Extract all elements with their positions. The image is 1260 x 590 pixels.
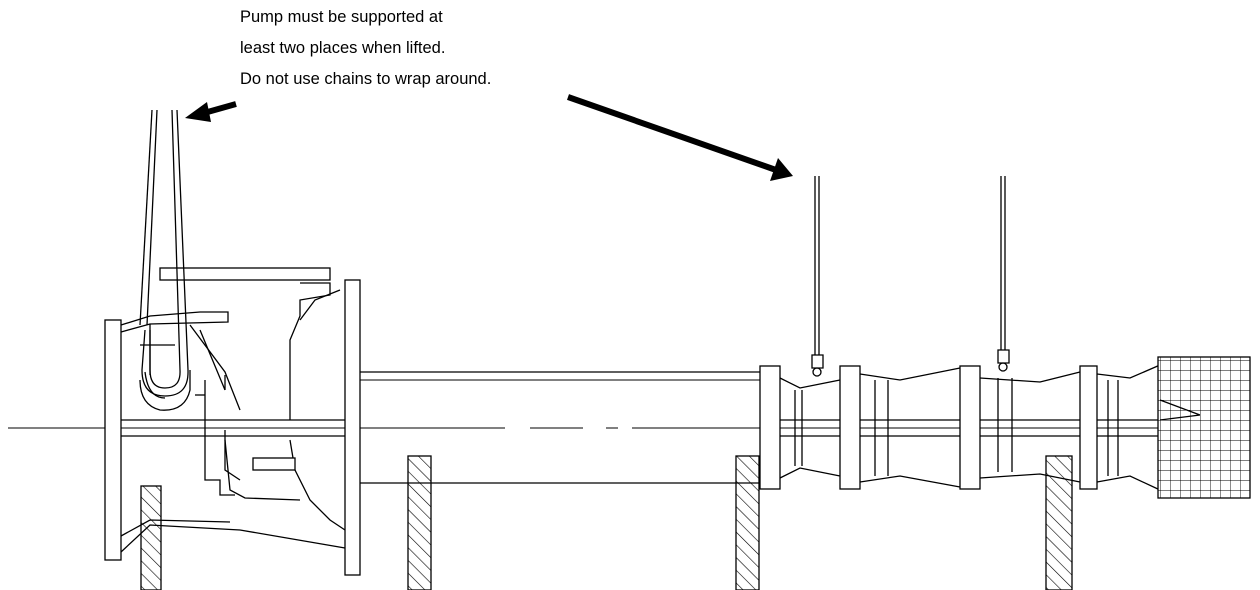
lifting-sling-left [139,109,189,397]
bowl-assembly [759,364,1161,491]
discharge-head [104,267,361,576]
support-block-1 [140,485,162,590]
support-block-2 [407,455,432,590]
pointer-arrow-right [567,94,793,181]
note-line-3: Do not use chains to wrap around. [240,70,492,88]
lifting-sling-right [997,176,1010,372]
support-block-3 [735,455,760,590]
lifting-sling-middle [811,176,824,377]
lifting-instruction-note: Pump must be supported at least two plac… [240,2,660,95]
pointer-arrow-left [185,101,237,122]
column-pipe [360,371,762,484]
note-line-2: least two places when lifted. [240,39,446,57]
suction-strainer [1157,356,1251,499]
note-line-1: Pump must be supported at [240,8,443,26]
